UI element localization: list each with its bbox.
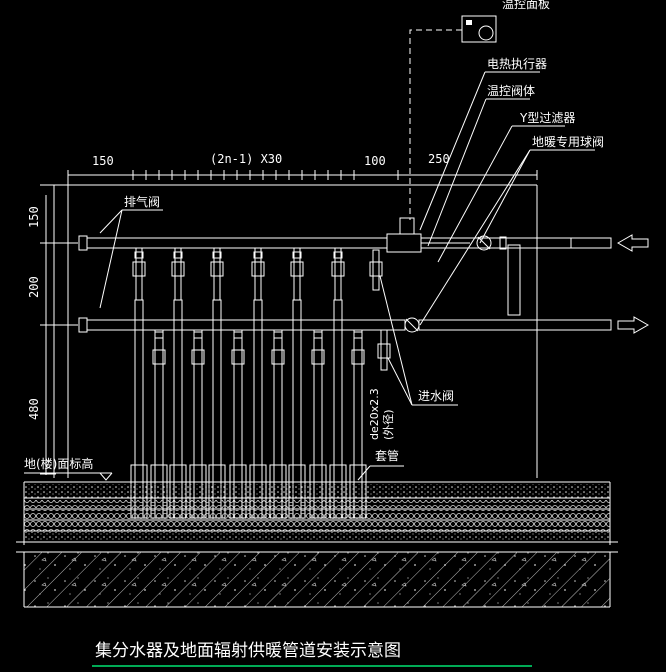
floor-section bbox=[16, 481, 618, 608]
floor-level-label: 地(楼)面标高 bbox=[24, 456, 93, 471]
dim-side-150: 150 bbox=[27, 206, 41, 228]
supply-inlet-arrow-icon bbox=[616, 234, 649, 252]
inlet-valve-label: 进水阀 bbox=[418, 389, 454, 403]
supply-drain-valve bbox=[369, 249, 383, 291]
thermostat-panel: 温控面板 bbox=[461, 0, 550, 43]
air-vent-leaders bbox=[99, 209, 163, 309]
top-dimension bbox=[67, 170, 538, 190]
thermostat-panel-label: 温控面板 bbox=[502, 0, 550, 11]
return-drain-valve bbox=[377, 329, 391, 371]
pipe-spec-note: (外径) bbox=[382, 409, 395, 440]
valve-body-label: 温控阀体 bbox=[487, 84, 535, 98]
sleeve-label: 套管 bbox=[375, 448, 399, 463]
floor-level-marker bbox=[24, 472, 113, 481]
dim-top-250: 250 bbox=[428, 152, 450, 166]
y-filter-label: Y型过滤器 bbox=[519, 111, 575, 125]
ball-valve-label: 地暖专用球阀 bbox=[532, 134, 604, 149]
diagram-title: 集分水器及地面辐射供暖管道安装示意图 bbox=[95, 641, 401, 661]
return-outlet-valves bbox=[152, 331, 365, 365]
dim-side-200: 200 bbox=[27, 276, 41, 298]
cabinet-frame bbox=[40, 184, 538, 478]
side-dimension bbox=[40, 195, 78, 475]
air-vent-label: 排气阀 bbox=[124, 194, 160, 209]
dim-top-100: 100 bbox=[364, 154, 386, 168]
dim-side-480: 480 bbox=[27, 398, 41, 420]
pipe-spec-label: de20x2.3 bbox=[368, 388, 381, 440]
inlet-valve-leader bbox=[379, 275, 458, 406]
control-dashed-line bbox=[409, 29, 462, 220]
dim-top-150: 150 bbox=[92, 154, 114, 168]
supply-manifold bbox=[78, 217, 612, 316]
sleeve-leader bbox=[357, 465, 404, 481]
return-manifold bbox=[78, 317, 612, 333]
actuator-label: 电热执行器 bbox=[487, 57, 547, 71]
supply-outlet-valves bbox=[132, 247, 345, 301]
return-outlet-arrow-icon bbox=[617, 316, 650, 334]
leader-lines bbox=[419, 71, 595, 326]
dim-top-spacing: (2n-1) X30 bbox=[210, 152, 282, 166]
